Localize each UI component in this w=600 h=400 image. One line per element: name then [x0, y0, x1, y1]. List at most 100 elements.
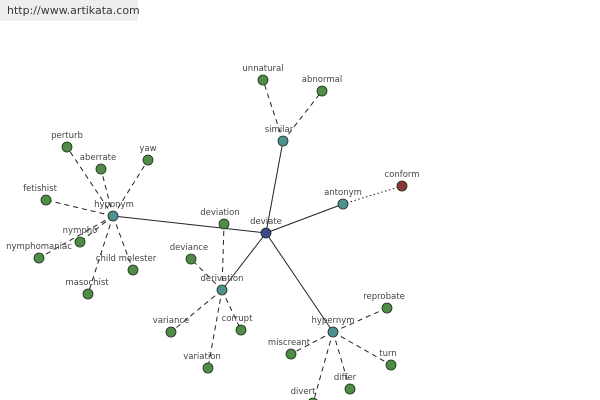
edge-similar-unnatural — [262, 79, 284, 142]
node-label: deviate — [250, 217, 282, 227]
node-label: deviance — [170, 243, 209, 253]
node-dot[interactable] — [107, 210, 119, 222]
node-label: turn — [379, 349, 396, 359]
node-nymphomaniac[interactable]: nymphomaniac — [6, 242, 72, 264]
node-miscreant[interactable]: miscreant — [268, 338, 311, 360]
edge-hypernym-differ — [332, 331, 351, 390]
node-differ[interactable]: differ — [334, 373, 357, 395]
node-dot[interactable] — [381, 302, 393, 314]
node-derivation[interactable]: derivation — [200, 274, 244, 296]
node-dot[interactable] — [260, 227, 272, 239]
node-label: hypernym — [311, 316, 354, 326]
node-dot[interactable] — [277, 135, 289, 147]
node-dot[interactable] — [327, 326, 339, 338]
node-dot[interactable] — [216, 284, 228, 296]
node-label: abnormal — [302, 75, 342, 85]
node-dot[interactable] — [185, 253, 197, 265]
node-label: miscreant — [268, 338, 311, 348]
edge-similar-abnormal — [282, 90, 323, 142]
edge-deviate-similar — [265, 140, 284, 234]
edge-derivation-variation — [207, 289, 223, 369]
edge-deviate-antonym — [265, 203, 344, 234]
edge-derivation-variance — [170, 289, 223, 333]
edge-deviate-hypernym — [265, 232, 334, 333]
node-label: conform — [384, 170, 419, 180]
node-hypernym[interactable]: hypernym — [311, 316, 355, 338]
node-dot[interactable] — [82, 288, 94, 300]
node-dot[interactable] — [61, 141, 73, 153]
edge-hypernym-reprobate — [332, 307, 388, 333]
node-conform[interactable]: conform — [384, 170, 420, 192]
edge-hyponym-child_molester — [112, 215, 134, 271]
node-deviance[interactable]: deviance — [170, 243, 209, 265]
edge-hyponym-masochist — [87, 215, 114, 295]
node-dot[interactable] — [344, 383, 356, 395]
node-dot[interactable] — [285, 348, 297, 360]
node-nympho[interactable]: nympho — [63, 226, 98, 248]
node-dot[interactable] — [257, 74, 269, 86]
node-variance[interactable]: variance — [153, 316, 190, 338]
node-label: masochist — [65, 278, 109, 288]
node-dot[interactable] — [337, 198, 349, 210]
node-dot[interactable] — [235, 324, 247, 336]
edge-derivation-deviation — [221, 223, 225, 291]
node-label: nymphomaniac — [6, 242, 72, 252]
site-url-link[interactable]: http://www.artikata.com — [7, 4, 140, 17]
graph-nodes: deviate similar antonym hyponym derivation hy… — [6, 64, 420, 400]
node-deviate[interactable]: deviate — [250, 217, 282, 239]
node-deviation[interactable]: deviation — [200, 208, 240, 230]
node-label: antonym — [324, 188, 362, 198]
edge-hyponym-nympho — [79, 215, 114, 243]
node-reprobate[interactable]: reprobate — [363, 292, 405, 314]
node-dot[interactable] — [218, 218, 230, 230]
node-dot[interactable] — [385, 359, 397, 371]
node-label: corrupt — [222, 314, 253, 324]
node-aberrate[interactable]: aberrate — [80, 153, 116, 175]
edge-derivation-deviance — [190, 258, 223, 291]
node-label: unnatural — [242, 64, 283, 74]
node-child-molester[interactable]: child molester — [96, 254, 157, 276]
node-hyponym[interactable]: hyponym — [94, 200, 134, 222]
node-turn[interactable]: turn — [379, 349, 397, 371]
edge-hyponym-aberrate — [100, 168, 114, 217]
node-label: fetishist — [23, 184, 58, 194]
node-dot[interactable] — [396, 180, 408, 192]
node-label: variation — [183, 352, 221, 362]
edge-hyponym-yaw — [112, 159, 149, 217]
node-antonym[interactable]: antonym — [324, 188, 362, 210]
node-similar[interactable]: similar — [265, 125, 294, 147]
node-dot[interactable] — [74, 236, 86, 248]
node-dot[interactable] — [127, 264, 139, 276]
edge-deviate-derivation — [221, 232, 267, 291]
node-label: perturb — [51, 131, 83, 141]
node-divert[interactable]: divert — [291, 387, 318, 400]
node-label: aberrate — [80, 153, 116, 163]
edge-hypernym-miscreant — [290, 331, 334, 355]
edge-hyponym-perturb — [66, 146, 114, 217]
node-label: nympho — [63, 226, 98, 236]
edge-hypernym-divert — [313, 331, 334, 400]
node-perturb[interactable]: perturb — [51, 131, 83, 153]
node-variation[interactable]: variation — [183, 352, 221, 374]
node-dot[interactable] — [40, 194, 52, 206]
edge-derivation-corrupt — [221, 289, 242, 331]
node-abnormal[interactable]: abnormal — [302, 75, 342, 97]
node-dot[interactable] — [142, 154, 154, 166]
node-corrupt[interactable]: corrupt — [222, 314, 253, 336]
node-label: similar — [265, 125, 294, 135]
node-unnatural[interactable]: unnatural — [242, 64, 284, 86]
node-dot[interactable] — [202, 362, 214, 374]
node-dot[interactable] — [165, 326, 177, 338]
node-dot[interactable] — [316, 85, 328, 97]
node-label: deviation — [200, 208, 240, 218]
edge-hypernym-turn — [332, 331, 392, 366]
node-label: divert — [291, 387, 317, 397]
node-masochist[interactable]: masochist — [65, 278, 109, 300]
node-fetishist[interactable]: fetishist — [23, 184, 58, 206]
node-dot[interactable] — [33, 252, 45, 264]
node-label: differ — [334, 373, 357, 383]
node-dot[interactable] — [95, 163, 107, 175]
edge-deviate-hyponym — [112, 215, 267, 234]
node-yaw[interactable]: yaw — [139, 144, 157, 166]
